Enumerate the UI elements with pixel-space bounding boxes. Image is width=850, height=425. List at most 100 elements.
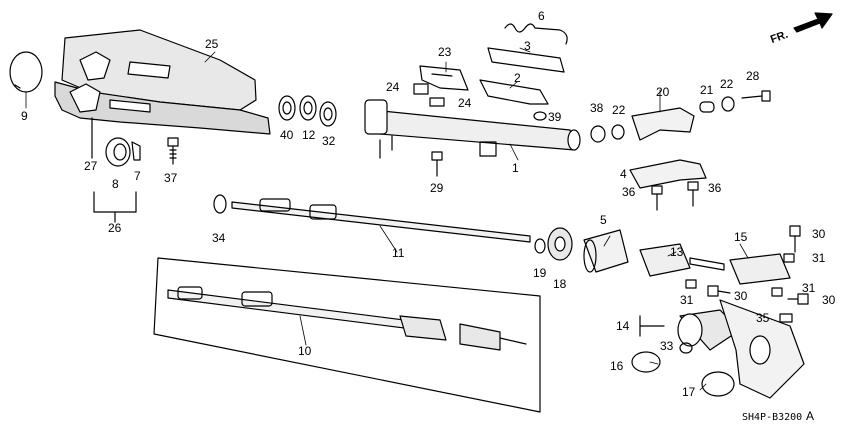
callout-36-right: 36: [708, 181, 722, 195]
part-15-universal-joint: [729, 253, 791, 285]
callout-31-right: 31: [802, 281, 816, 295]
part-40-bushing: [278, 95, 296, 121]
callout-32: 32: [322, 134, 336, 148]
part-31-nut-middle: [685, 279, 697, 289]
leader-lines: [25, 47, 749, 391]
part-25-upper-column-cover: [61, 29, 257, 111]
part-27-lower-column-cover: [54, 81, 271, 135]
callout-31-upper: 31: [812, 251, 826, 265]
callout-9: 9: [21, 109, 28, 123]
callout-19: 19: [533, 266, 547, 280]
part-37-bolt: [167, 137, 179, 165]
part-35-screw: [779, 313, 793, 323]
drawing-code-suffix: A: [806, 409, 814, 423]
callout-34: 34: [212, 231, 226, 245]
callout-15: 15: [734, 230, 748, 244]
part-31-nut-upper: [783, 253, 795, 263]
part-19-ring: [534, 238, 546, 254]
callout-24-lower: 24: [458, 96, 472, 110]
part-28-bolt: [741, 90, 771, 102]
callout-30-right: 30: [822, 293, 836, 307]
part-24-clip-lower: [429, 97, 445, 107]
callout-6: 6: [538, 9, 545, 23]
part-30-bolt-right: [787, 293, 809, 305]
part-21-collar: [699, 101, 715, 113]
part-8-bushing: [105, 137, 131, 167]
callout-10: 10: [298, 344, 312, 358]
part-10-frame: [153, 257, 541, 413]
callout-18: 18: [553, 277, 567, 291]
part-29-bolt: [431, 151, 443, 177]
part-34-snap-ring: [213, 194, 227, 214]
part-20-bracket: [631, 107, 695, 141]
callout-38: 38: [590, 101, 604, 115]
callout-22-left: 22: [612, 103, 626, 117]
callout-39: 39: [548, 110, 562, 124]
part-30-bolt-upper: [789, 225, 801, 253]
front-direction-indicator: FR.: [769, 12, 833, 46]
callout-20: 20: [656, 85, 670, 99]
callout-24-upper: 24: [386, 80, 400, 94]
part-22-collar-right: [721, 96, 735, 112]
part-7-clip: [131, 141, 141, 161]
callout-33: 33: [660, 339, 674, 353]
part-36-bolt-left: [651, 185, 663, 211]
part-2-lever: [479, 79, 549, 105]
callout-25: 25: [205, 37, 219, 51]
callout-1: 1: [512, 161, 519, 175]
part-4-bracket: [629, 159, 707, 189]
part-30-bolt-middle: [707, 285, 731, 297]
part-33-clip: [679, 342, 693, 354]
part-14-bracket-line: [639, 315, 665, 337]
part-23-bracket: [419, 65, 469, 91]
part-31-nut-right: [771, 287, 783, 297]
callout-31-middle: 31: [680, 293, 694, 307]
callout-37: 37: [164, 171, 178, 185]
callout-36-left: 36: [622, 185, 636, 199]
callout-16: 16: [610, 359, 624, 373]
front-direction-label: FR.: [769, 29, 790, 46]
part-10-intermediate-shaft: [167, 286, 527, 351]
callout-4: 4: [620, 167, 627, 181]
callout-30-middle: 30: [734, 289, 748, 303]
part-26-assembly-bracket: [93, 191, 137, 223]
callout-3: 3: [524, 39, 531, 53]
callout-35: 35: [756, 311, 770, 325]
part-17-band-clamp: [701, 371, 735, 397]
callout-11: 11: [392, 246, 405, 260]
callout-30-upper: 30: [812, 227, 826, 241]
callout-40: 40: [280, 128, 294, 142]
part-13-universal-joint: [639, 243, 725, 277]
callout-26: 26: [108, 221, 122, 235]
part-3-plate: [487, 47, 565, 73]
callout-29: 29: [430, 181, 444, 195]
part-9-snap-ring: [9, 51, 43, 93]
callout-23: 23: [438, 45, 452, 59]
callout-17: 17: [682, 385, 696, 399]
callout-14: 14: [616, 319, 630, 333]
callout-22-right: 22: [720, 77, 734, 91]
part-24-clip-upper: [413, 83, 429, 95]
part-14-cover-plate: [719, 299, 805, 399]
part-16-band-clamp: [631, 351, 661, 373]
front-direction-arrow-icon: [793, 12, 833, 33]
part-18-bearing: [547, 227, 573, 261]
part-14-boot: [677, 309, 741, 351]
part-11-steering-shaft: [231, 198, 531, 243]
callout-labels: 6 3 23 2 24 24 39 1 29 25 9 27 8 7 26 37…: [21, 9, 836, 423]
part-12-washer: [299, 95, 317, 121]
part-39-screw: [533, 111, 547, 121]
callout-27: 27: [84, 159, 98, 173]
part-22-collar-left: [611, 124, 625, 140]
callout-12: 12: [302, 128, 316, 142]
part-1-column-tube: [364, 99, 581, 159]
callout-28: 28: [746, 69, 760, 83]
part-5-holder: [583, 229, 629, 273]
drawing-code: SH4P-B3200: [742, 412, 802, 423]
callout-5: 5: [600, 213, 607, 227]
callout-21: 21: [700, 83, 714, 97]
callout-13: 13: [670, 245, 684, 259]
callout-2: 2: [514, 71, 521, 85]
part-36-bolt-right: [687, 181, 699, 207]
